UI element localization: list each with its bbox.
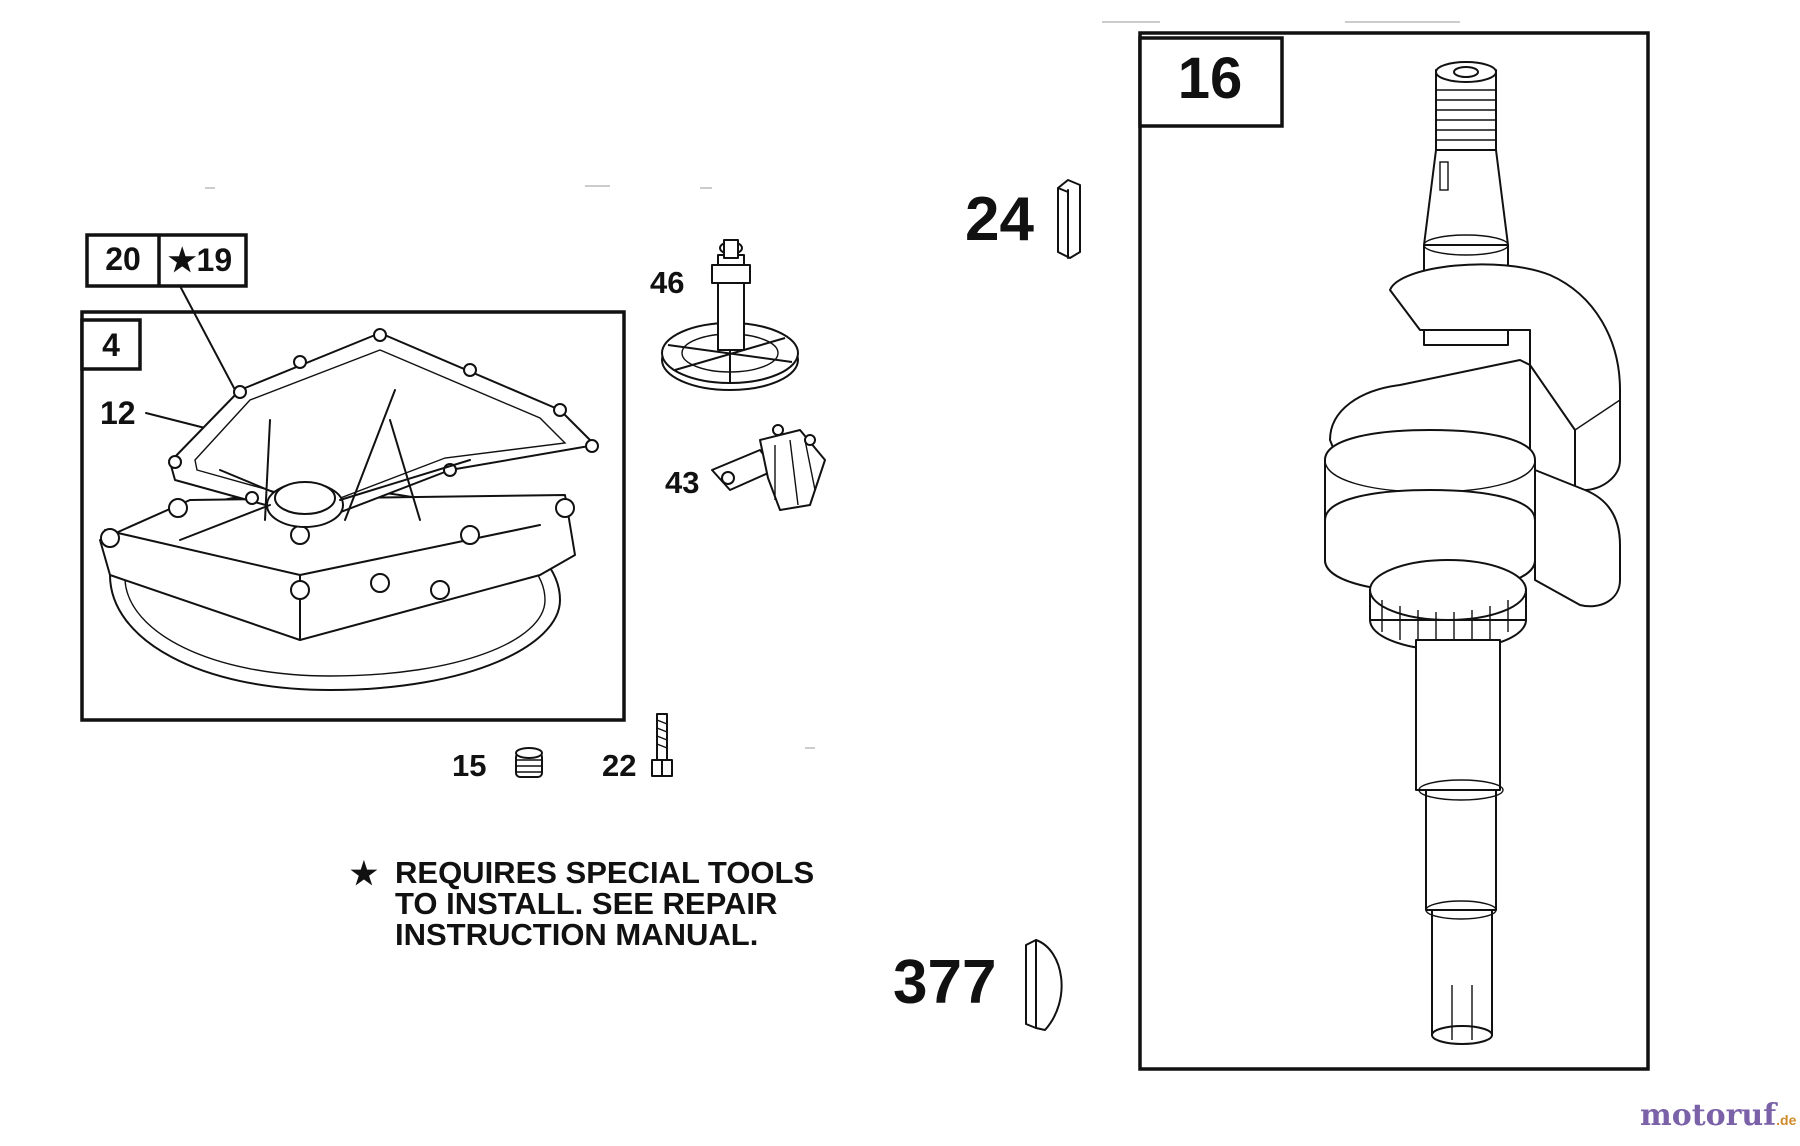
note-star: ★	[350, 856, 378, 891]
crankcase-cover-group: 20 ★19 4 12	[80, 233, 826, 952]
watermark-suffix: .de	[1776, 1112, 1797, 1128]
note-line-1: REQUIRES SPECIAL TOOLS	[395, 855, 814, 890]
callout-12: 12	[100, 395, 136, 431]
callout-4: 4	[102, 327, 120, 363]
screw-icon	[651, 713, 673, 777]
callout-46: 46	[650, 265, 684, 300]
callout-box-20-19	[85, 233, 248, 288]
special-tools-note: ★ REQUIRES SPECIAL TOOLS TO INSTALL. SEE…	[350, 855, 814, 952]
crankcase-cover-icon	[99, 328, 599, 691]
callout-43: 43	[665, 465, 699, 500]
callout-15: 15	[452, 748, 486, 783]
crankshaft-group: 16	[1138, 31, 1650, 1071]
callout-box-16	[1138, 36, 1284, 128]
woodruff-key-icon	[1025, 939, 1063, 1031]
scan-marks	[205, 21, 1460, 749]
callout-377: 377	[893, 948, 996, 1017]
callout-22: 22	[602, 748, 636, 783]
leader-12	[145, 412, 206, 429]
callout-20: 20	[105, 241, 141, 277]
keys-group: 24 377	[893, 179, 1081, 1031]
governor-crank-icon	[711, 424, 826, 511]
crank-gear-icon	[1369, 559, 1527, 651]
square-key-icon	[1057, 179, 1081, 259]
crankshaft-icon	[1324, 61, 1621, 1045]
callout-19: ★19	[168, 242, 232, 278]
callout-16: 16	[1178, 46, 1243, 111]
callout-24: 24	[965, 185, 1034, 254]
callout-box-4	[80, 318, 142, 371]
watermark-logo: motoruf.de	[1640, 1098, 1796, 1133]
plug-icon	[515, 747, 543, 778]
note-line-3: INSTRUCTION MANUAL.	[395, 917, 758, 952]
note-line-2: TO INSTALL. SEE REPAIR	[395, 886, 777, 921]
watermark-text: motoruf	[1640, 1098, 1777, 1133]
governor-gear-icon	[661, 239, 799, 391]
